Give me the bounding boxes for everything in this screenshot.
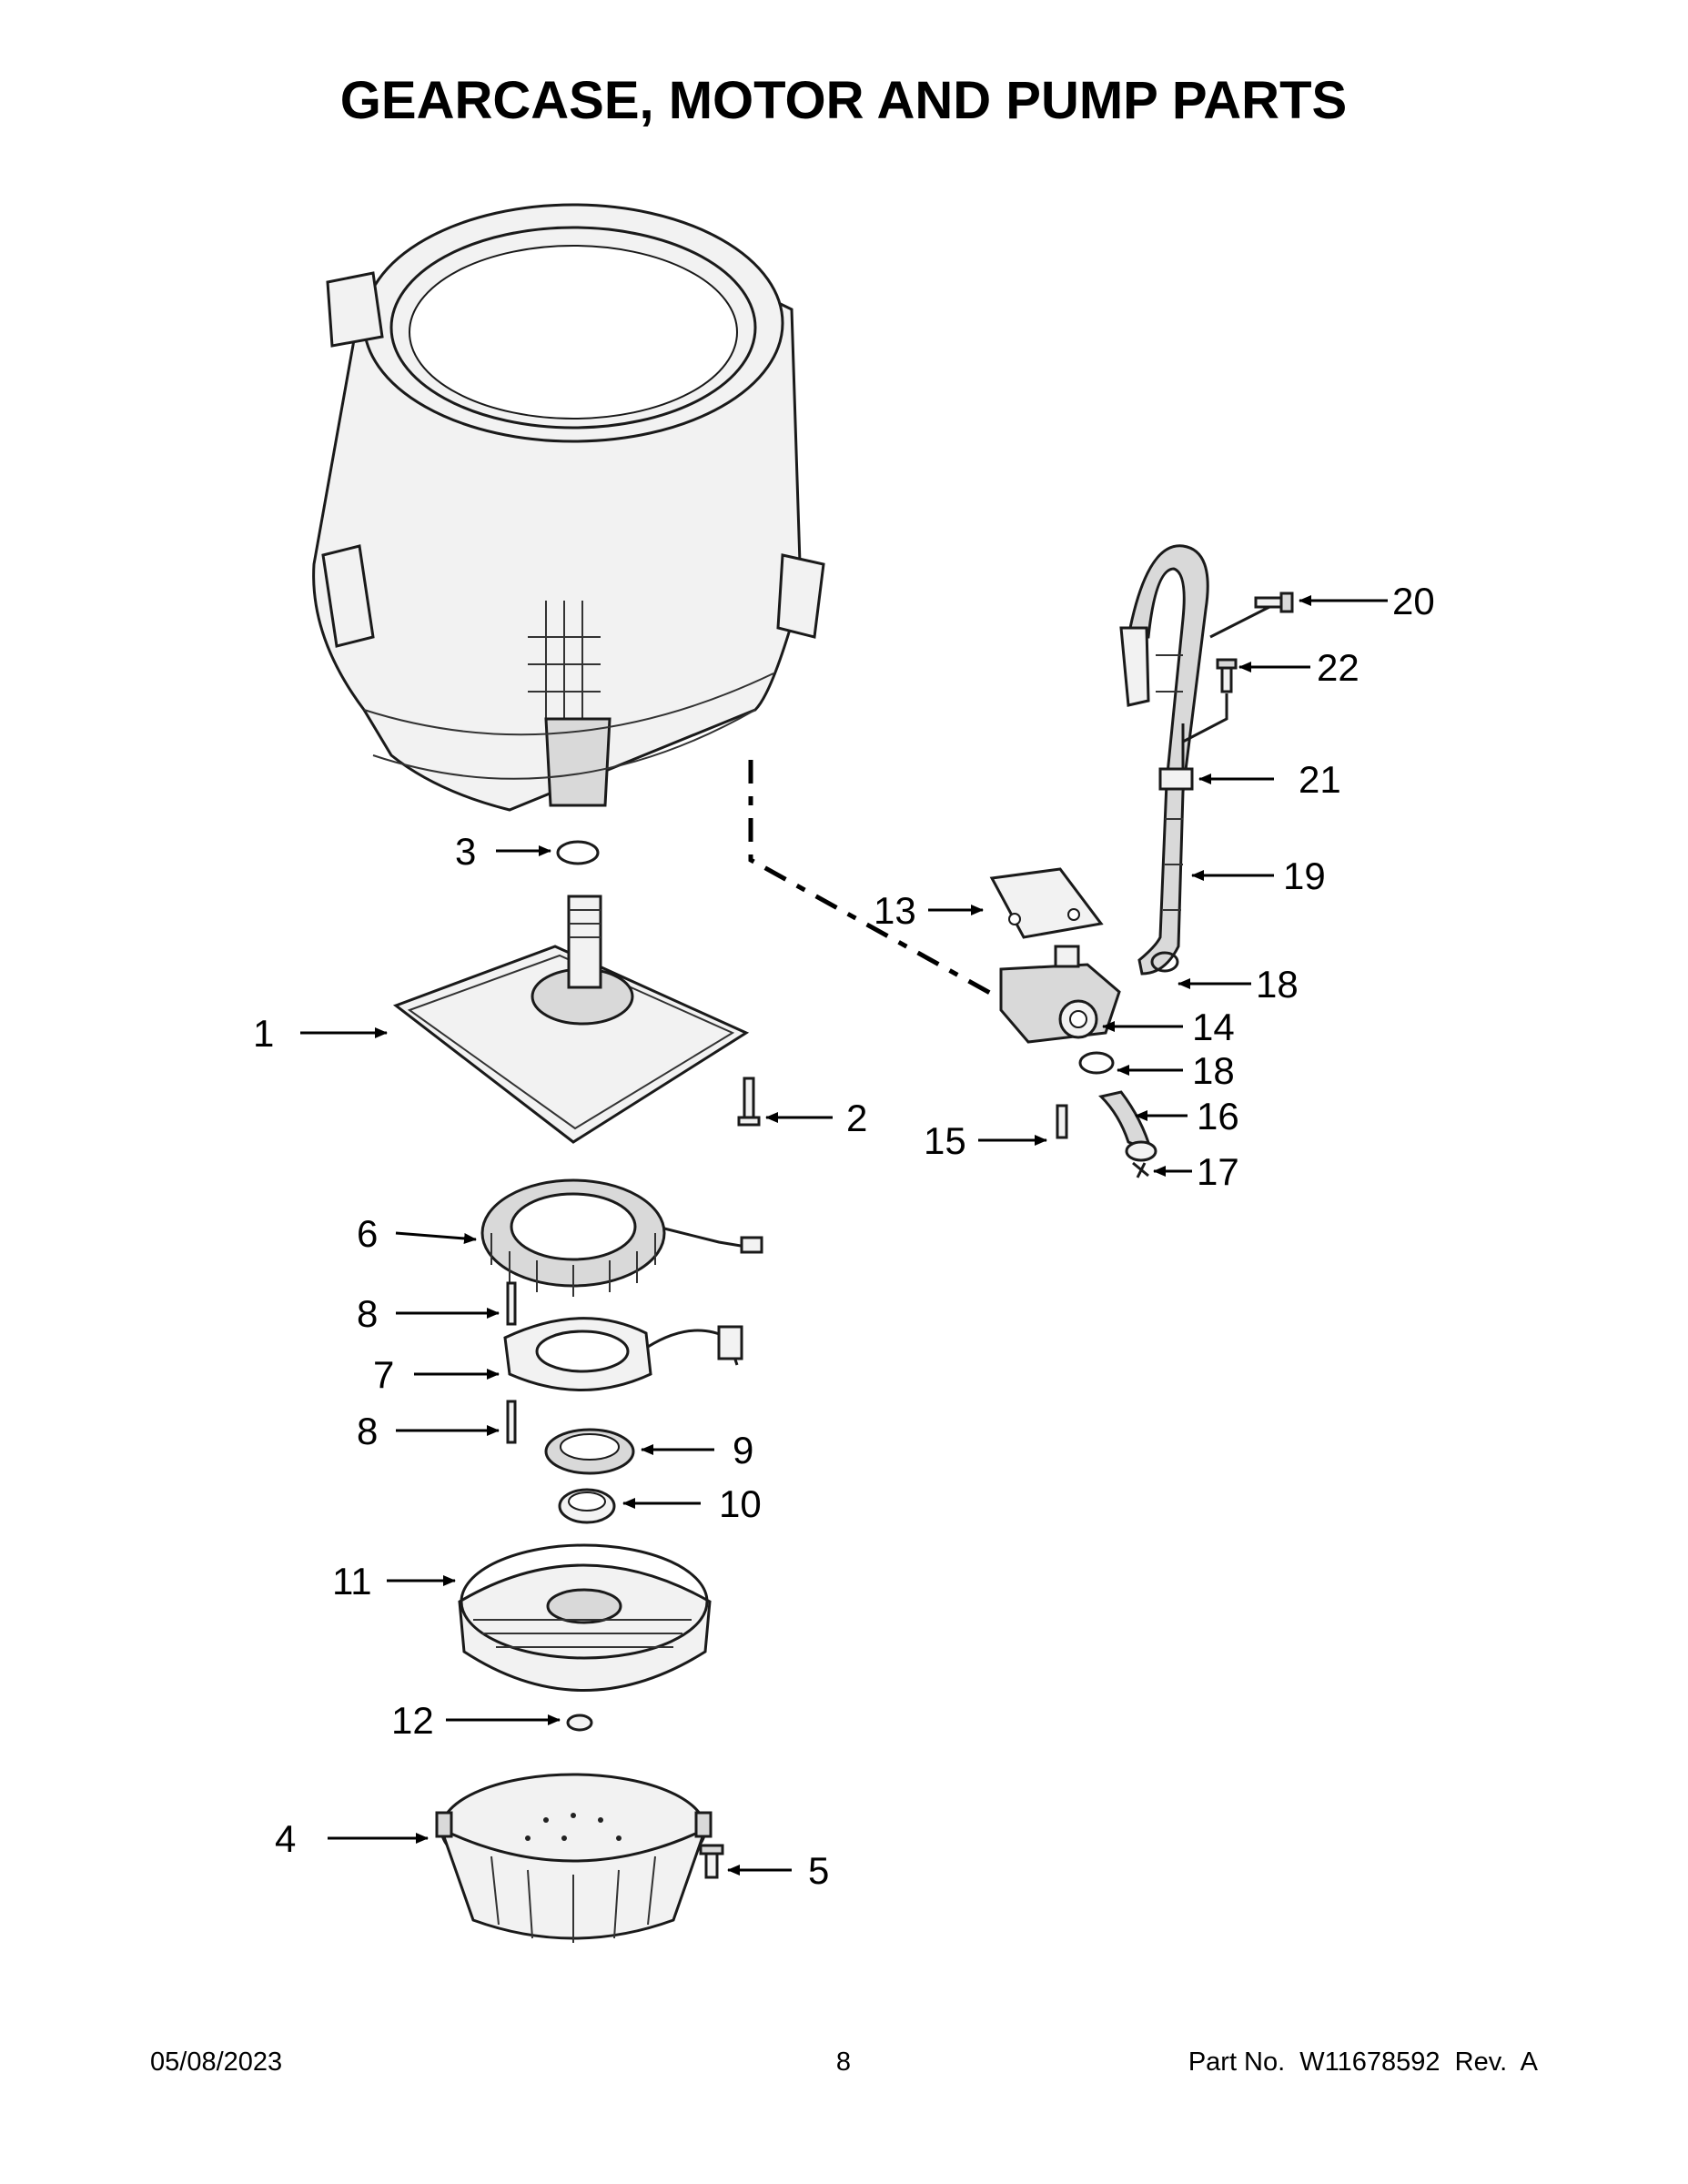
callout-label-11: 11 — [332, 1560, 372, 1603]
callout-label-18-upper: 18 — [1256, 963, 1299, 1006]
part-7-housing — [503, 1317, 743, 1391]
part-17-clamp — [1132, 1161, 1149, 1178]
part-22-screw — [1182, 658, 1238, 743]
callout-label-12: 12 — [391, 1699, 434, 1742]
callout-label-9: 9 — [733, 1429, 753, 1471]
part-9-bearing — [544, 1428, 635, 1475]
footer-part-number: Part No. W11678592 Rev. A — [1188, 2048, 1539, 2077]
callout-label-4: 4 — [275, 1817, 296, 1860]
callout-label-16: 16 — [1197, 1095, 1239, 1138]
callout-label-8-lower: 8 — [357, 1410, 378, 1452]
part-16-hose — [1098, 1090, 1157, 1162]
part-15-screw — [1056, 1104, 1068, 1139]
callout-label-7: 7 — [373, 1353, 394, 1396]
callout-label-14: 14 — [1192, 1006, 1235, 1048]
part-8-screw-upper — [506, 1281, 517, 1326]
callout-label-8-upper: 8 — [357, 1292, 378, 1335]
footer-date: 05/08/2023 — [150, 2048, 282, 2077]
part-8-screw-lower — [506, 1400, 517, 1444]
part-4-shield — [435, 1773, 713, 1943]
callout-label-17: 17 — [1197, 1150, 1239, 1193]
part-3-oring — [556, 840, 600, 865]
tub-drawing — [312, 203, 825, 812]
callout-label-19: 19 — [1283, 854, 1326, 897]
callout-label-15: 15 — [924, 1119, 966, 1162]
page-title: GEARCASE, MOTOR AND PUMP PARTS — [340, 71, 1347, 130]
callout-label-18-lower: 18 — [1192, 1049, 1235, 1092]
hose-hook — [1119, 626, 1150, 707]
part-18-clamp-lower — [1078, 1051, 1115, 1075]
part-18-clamp-upper — [1150, 951, 1179, 973]
callout-label-20: 20 — [1392, 580, 1435, 622]
callout-label-21: 21 — [1299, 758, 1341, 801]
part-19-drain-hose — [1127, 544, 1209, 976]
part-12-washer — [566, 1714, 593, 1732]
part-21-clamp — [1158, 723, 1194, 791]
callout-label-2: 2 — [846, 1097, 867, 1139]
callout-label-5: 5 — [808, 1849, 829, 1892]
part-13-gasket — [989, 867, 1104, 939]
part-6-stator — [480, 1178, 763, 1297]
part-20-screw — [1209, 592, 1294, 639]
callout-arrow-6 — [395, 1231, 477, 1244]
part-1-gearcase — [392, 895, 750, 1144]
assembly-leader-line — [748, 760, 998, 999]
callout-label-10: 10 — [719, 1482, 762, 1525]
part-5-screw — [699, 1844, 724, 1879]
callout-label-1: 1 — [253, 1012, 274, 1055]
callout-label-22: 22 — [1317, 646, 1359, 689]
part-14-drain-pump — [999, 945, 1121, 1044]
callout-label-6: 6 — [357, 1212, 378, 1255]
part-10-seal — [558, 1488, 616, 1524]
callout-label-13: 13 — [874, 889, 916, 932]
footer-page-number: 8 — [836, 2048, 851, 2077]
part-2-bolt — [737, 1077, 761, 1127]
callout-label-3: 3 — [455, 830, 476, 873]
part-11-rotor — [458, 1543, 712, 1692]
